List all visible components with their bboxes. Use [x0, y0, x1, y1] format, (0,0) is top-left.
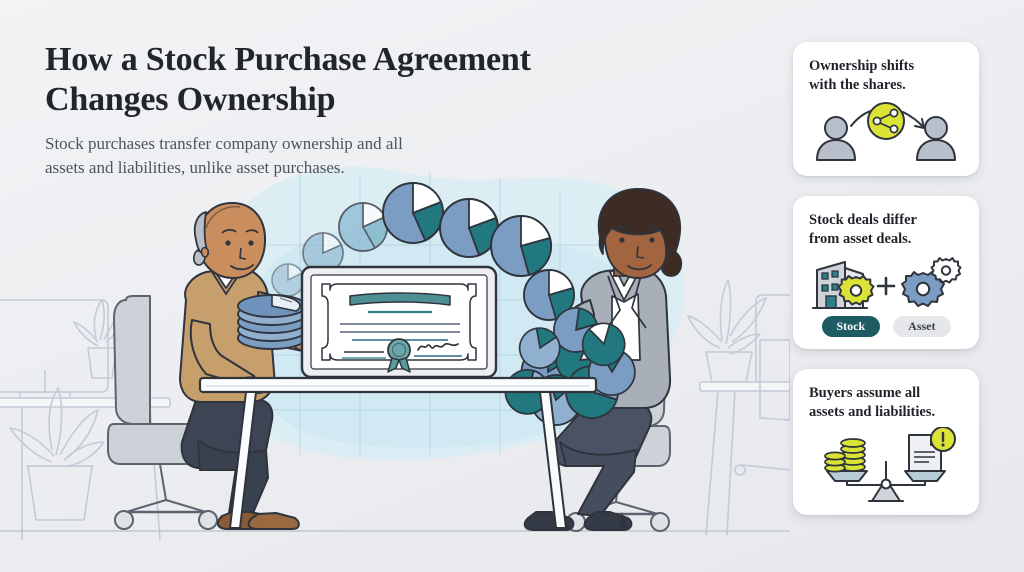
card-title: Stock deals differ from asset deals. [809, 211, 963, 248]
pie-step-4 [338, 202, 388, 252]
coins-icon [824, 438, 866, 473]
background-desk-right [699, 294, 790, 536]
background-plant-right [687, 279, 767, 383]
card-title-line-2: from asset deals. [809, 230, 912, 247]
stock-certificate [300, 265, 498, 379]
page-subtitle-line-1: Stock purchases transfer company ownersh… [45, 134, 403, 154]
card-title-line-1: Buyers assume all [809, 385, 921, 402]
page-title: How a Stock Purchase Agreement Changes O… [45, 40, 645, 120]
card-title-line-2: with the shares. [809, 76, 906, 93]
main-illustration [0, 166, 790, 541]
page-subtitle: Stock purchases transfer company ownersh… [45, 132, 485, 180]
conference-table [198, 376, 598, 529]
card-title-line-1: Ownership shifts [809, 58, 915, 74]
badge-asset[interactable]: Asset [893, 316, 951, 338]
badge-stock[interactable]: Stock [821, 316, 881, 338]
card-stock-vs-asset[interactable]: Stock deals differ from asset deals. [793, 196, 979, 350]
deal-type-badges: Stock Asset [809, 316, 963, 338]
insight-card-list: Ownership shifts with the shares. [793, 42, 979, 535]
arrow-right-icon [902, 111, 925, 130]
pie-step-6 [439, 198, 499, 258]
pie-step-7 [490, 215, 552, 277]
card-ownership-shift[interactable]: Ownership shifts with the shares. [793, 42, 979, 177]
person-icon [816, 116, 856, 162]
page-subtitle-line-2: assets and liabilities, unlike asset pur… [45, 158, 345, 178]
card-title: Buyers assume all assets and liabilities… [809, 384, 963, 421]
card-artwork-stock-vs-asset [809, 254, 963, 312]
pie-step-8 [523, 269, 575, 321]
background-plant-floor-left [9, 387, 105, 521]
card-title: Ownership shifts with the shares. [809, 57, 963, 94]
header-block: How a Stock Purchase Agreement Changes O… [45, 40, 645, 180]
card-assume-liabilities[interactable]: Buyers assume all assets and liabilities… [793, 369, 979, 516]
pie-step-5 [382, 182, 444, 244]
plus-icon [876, 276, 896, 296]
warning-icon [930, 427, 956, 453]
person-icon [916, 116, 956, 162]
gear-icon [837, 275, 875, 306]
page-title-line-2: Changes Ownership [45, 81, 336, 119]
card-artwork-assume-liabilities [809, 427, 963, 503]
share-nodes-icon [867, 102, 905, 141]
card-title-line-1: Stock deals differ [809, 212, 917, 229]
card-artwork-ownership-shift [809, 100, 963, 164]
card-title-line-2: assets and liabilities. [809, 403, 936, 420]
pie-step-2 [271, 263, 305, 297]
background-chair-right [734, 339, 790, 476]
pie-step-3 [302, 232, 344, 274]
gears-icon [901, 257, 962, 308]
page-title-line-1: How a Stock Purchase Agreement [45, 41, 531, 78]
pie-disc-stack [237, 294, 307, 350]
